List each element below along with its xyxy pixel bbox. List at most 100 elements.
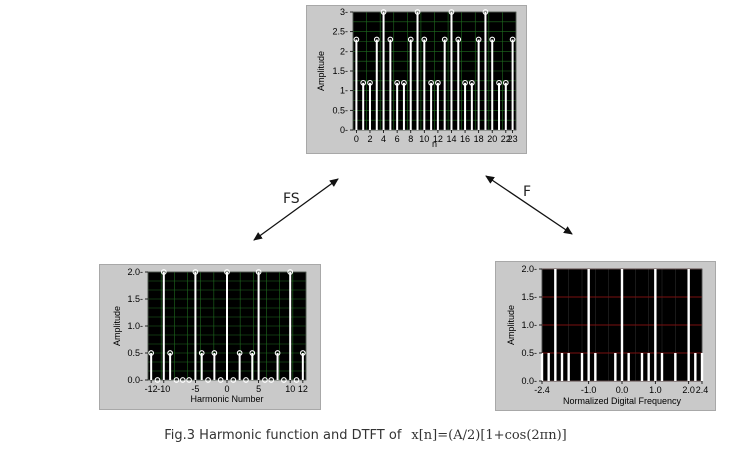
f-double-arrow-icon bbox=[485, 175, 573, 235]
data-point bbox=[281, 377, 287, 383]
data-point bbox=[360, 79, 367, 86]
data-point bbox=[236, 350, 243, 356]
y-axis-label: Amplitude bbox=[506, 305, 516, 345]
data-point bbox=[230, 377, 237, 383]
y-tick-label: 1- bbox=[340, 86, 348, 96]
data-point bbox=[243, 377, 249, 383]
x-tick-label: 4 bbox=[381, 134, 386, 144]
data-point bbox=[428, 79, 434, 86]
x-tick-label: 0.0 bbox=[616, 385, 629, 395]
data-point bbox=[198, 350, 205, 356]
x-tick-label: 0 bbox=[354, 134, 359, 144]
data-point bbox=[394, 79, 400, 86]
y-axis-label: Amplitude bbox=[316, 51, 326, 91]
data-point bbox=[414, 9, 421, 15]
x-tick-label: 20 bbox=[487, 134, 497, 144]
data-point bbox=[496, 79, 502, 86]
data-point bbox=[455, 36, 462, 43]
x-tick-label: 16 bbox=[460, 134, 470, 144]
y-tick-label: 3- bbox=[340, 7, 348, 17]
data-point bbox=[211, 350, 218, 356]
data-point bbox=[441, 36, 448, 43]
y-axis-label: Amplitude bbox=[112, 306, 122, 346]
x-tick-label: 1.0 bbox=[649, 385, 662, 395]
data-point bbox=[249, 350, 256, 356]
data-point bbox=[148, 350, 155, 356]
y-tick-label: 1.0- bbox=[521, 320, 537, 330]
y-tick-label: 2- bbox=[340, 46, 348, 56]
y-tick-label: 2.5- bbox=[332, 27, 348, 37]
y-tick-label: 2.0- bbox=[127, 267, 143, 277]
y-tick-label: 2.0- bbox=[521, 264, 537, 274]
x-tick-label: 10 bbox=[285, 384, 295, 394]
x-tick-label: 2.0 bbox=[682, 385, 695, 395]
data-point bbox=[401, 79, 407, 86]
data-point bbox=[255, 269, 262, 275]
data-point bbox=[367, 79, 373, 86]
data-point bbox=[154, 377, 161, 383]
y-tick-label: 0.5- bbox=[332, 105, 348, 115]
x-axis-label: Normalized Digital Frequency bbox=[563, 396, 682, 406]
data-point bbox=[373, 36, 380, 43]
x-tick-label: 2.4 bbox=[696, 385, 709, 395]
data-point bbox=[262, 377, 268, 383]
x-tick-label: -12 bbox=[145, 384, 158, 394]
data-point bbox=[489, 36, 496, 43]
data-point bbox=[224, 269, 230, 275]
data-point bbox=[462, 79, 468, 86]
y-tick-label: 1.5- bbox=[332, 66, 348, 76]
data-point bbox=[469, 79, 475, 86]
y-tick-label: 0- bbox=[340, 125, 348, 135]
data-point bbox=[293, 377, 300, 383]
x-axis-label: Harmonic Number bbox=[190, 394, 263, 404]
x-tick-label: 12 bbox=[433, 134, 443, 144]
y-tick-label: 0.5- bbox=[521, 348, 537, 358]
data-point bbox=[509, 36, 516, 43]
x-tick-label: -2.4 bbox=[534, 385, 550, 395]
data-point bbox=[475, 36, 482, 43]
data-point bbox=[407, 36, 414, 43]
data-point bbox=[268, 377, 275, 383]
x-tick-label: 8 bbox=[408, 134, 413, 144]
x-tick-label: 23 bbox=[508, 134, 518, 144]
data-point bbox=[160, 269, 167, 275]
y-tick-label: 1.0- bbox=[127, 321, 143, 331]
data-point bbox=[274, 350, 281, 356]
x-tick-label: -1.0 bbox=[581, 385, 597, 395]
caption-prefix: Fig.3 Harmonic function and DTFT of bbox=[164, 428, 402, 443]
fs-double-arrow-icon bbox=[253, 178, 339, 241]
data-point bbox=[482, 9, 489, 15]
f-label: F bbox=[523, 184, 532, 200]
y-tick-label: 0.0- bbox=[127, 375, 143, 385]
data-point bbox=[502, 79, 509, 86]
data-point bbox=[299, 350, 306, 356]
data-point bbox=[448, 9, 455, 15]
x-tick-label: 14 bbox=[446, 134, 456, 144]
data-point bbox=[192, 269, 199, 275]
x-tick-label: 2 bbox=[367, 134, 372, 144]
data-point bbox=[186, 377, 192, 383]
y-tick-label: 0.0- bbox=[521, 376, 537, 386]
y-tick-label: 1.5- bbox=[127, 294, 143, 304]
fs-arrow-box bbox=[245, 168, 345, 246]
y-tick-label: 0.5- bbox=[127, 348, 143, 358]
data-point bbox=[173, 377, 180, 383]
data-point bbox=[353, 36, 360, 43]
x-tick-label: 18 bbox=[474, 134, 484, 144]
data-point bbox=[167, 350, 173, 356]
data-point bbox=[179, 377, 186, 383]
data-point bbox=[287, 269, 294, 275]
f-arrow-box bbox=[480, 168, 580, 240]
x-tick-label: -10 bbox=[157, 384, 170, 394]
fs-label: FS bbox=[283, 191, 300, 207]
x-tick-label: -5 bbox=[191, 384, 199, 394]
data-point bbox=[387, 36, 394, 43]
data-point bbox=[205, 377, 211, 383]
data-point bbox=[380, 9, 387, 15]
